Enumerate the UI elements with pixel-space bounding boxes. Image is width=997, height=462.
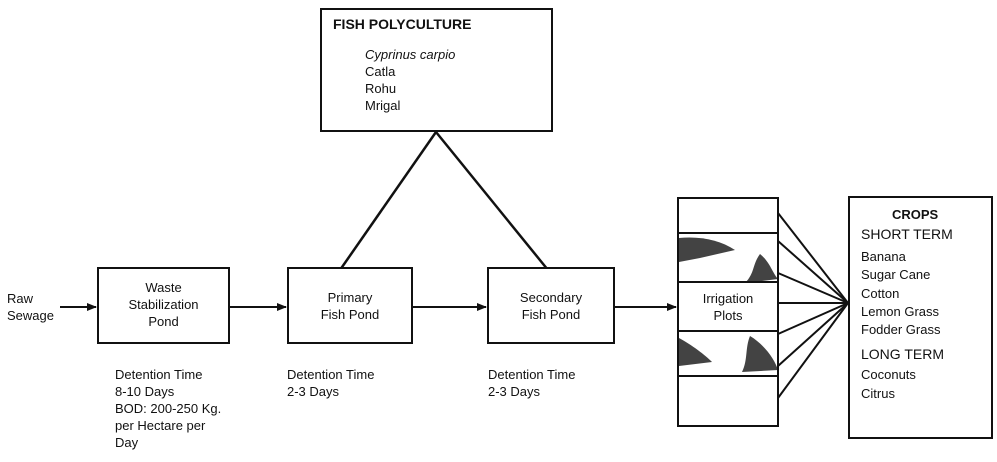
secondary-pond-label: Secondary Fish Pond — [519, 290, 583, 322]
short-term-heading: SHORT TERM — [861, 226, 953, 242]
plot-divider — [679, 375, 777, 377]
fan-line — [777, 302, 849, 399]
crop-item: Coconuts — [861, 367, 916, 382]
waste-stabilization-pond-box: Waste Stabilization Pond — [97, 267, 230, 344]
plot-divider — [679, 281, 777, 283]
fan-line — [777, 212, 849, 304]
primary-pond-label: Primary Fish Pond — [320, 290, 380, 322]
fish-polyculture-title: FISH POLYCULTURE — [333, 16, 472, 32]
crops-title: CROPS — [892, 207, 939, 222]
secondary-fish-pond-box: Secondary Fish Pond — [487, 267, 615, 344]
species-item: Cyprinus carpio — [365, 47, 456, 62]
fan-line — [777, 272, 849, 304]
primary-fish-pond-box: Primary Fish Pond — [287, 267, 413, 344]
fish-polyculture-box: FISH POLYCULTURE Cyprinus carpio Catla R… — [320, 8, 553, 132]
crop-item: Citrus — [861, 386, 895, 401]
line-polyculture-to-primary — [338, 131, 438, 271]
fan-line — [777, 302, 849, 367]
waste-pond-label: Waste Stabilization Pond — [128, 280, 199, 329]
species-item: Catla — [365, 64, 396, 79]
raw-sewage-label: Raw Sewage — [7, 291, 54, 323]
species-item: Mrigal — [365, 98, 401, 113]
primary-pond-notes: Detention Time 2-3 Days — [287, 367, 375, 399]
hatch-patch — [745, 254, 778, 283]
hatch-patch — [742, 336, 778, 372]
plot-divider — [679, 330, 777, 332]
line-polyculture-to-secondary — [435, 131, 549, 271]
plot-divider — [679, 232, 777, 234]
crop-item: Lemon Grass — [861, 304, 940, 319]
crop-item: Cotton — [861, 286, 900, 301]
crop-item: Fodder Grass — [861, 322, 941, 337]
irrigation-plots-label: Irrigation Plots — [702, 291, 754, 323]
waste-pond-notes: Detention Time 8-10 Days BOD: 200-250 Kg… — [115, 367, 222, 450]
irrigation-plots-box: Irrigation Plots — [677, 197, 779, 427]
long-term-heading: LONG TERM — [861, 346, 944, 362]
fan-line — [777, 302, 849, 335]
hatch-patch — [679, 338, 712, 366]
species-item: Rohu — [365, 81, 397, 96]
fan-line — [777, 240, 849, 304]
secondary-pond-notes: Detention Time 2-3 Days — [488, 367, 576, 399]
hatch-patch — [679, 237, 735, 262]
crop-item: Sugar Cane — [861, 267, 931, 282]
crops-box: CROPS SHORT TERM Banana Sugar Cane Cotto… — [848, 196, 993, 439]
crop-item: Banana — [861, 249, 906, 264]
